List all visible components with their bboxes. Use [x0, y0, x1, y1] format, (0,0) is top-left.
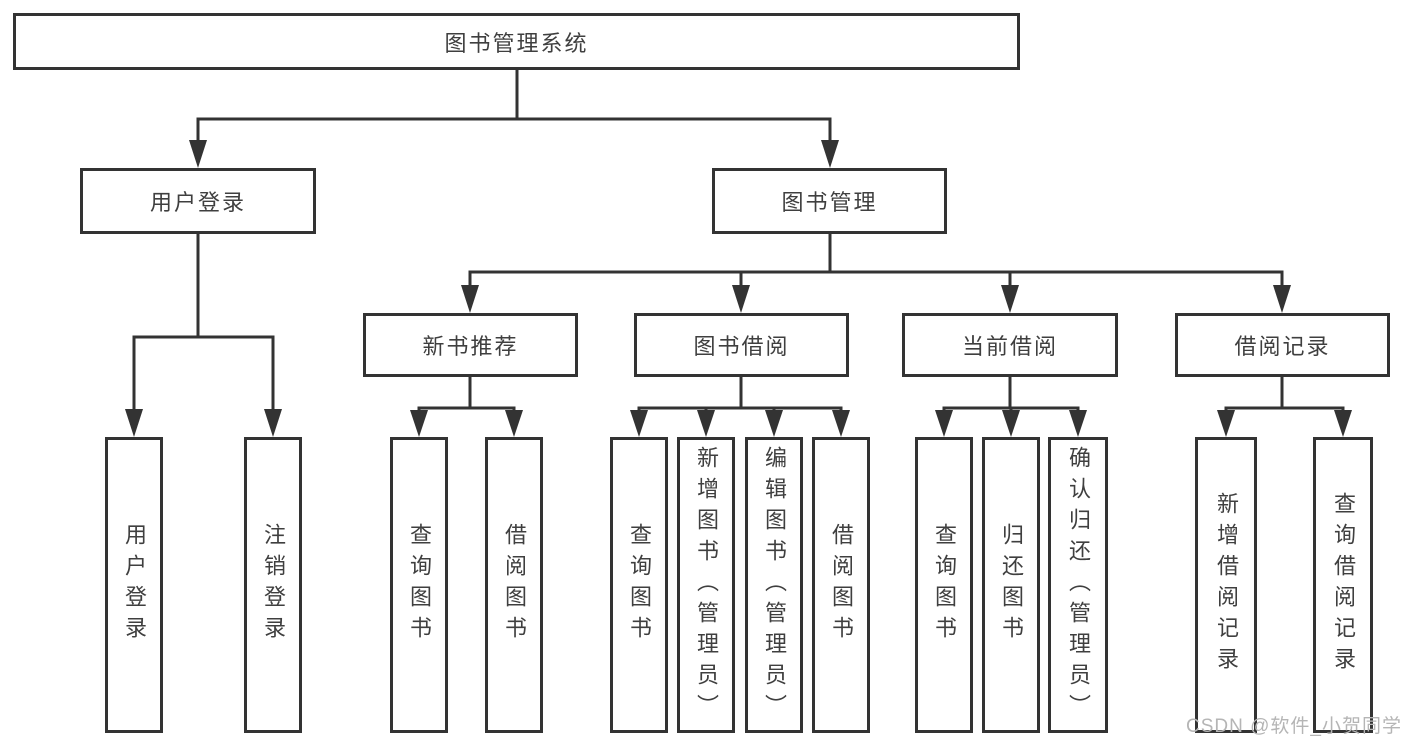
arrow-down-icon: [1334, 410, 1352, 437]
node-library-system: 图书管理系统: [13, 13, 1020, 70]
arrow-down-icon: [410, 410, 428, 437]
arrowheads: [125, 140, 1352, 437]
arrow-down-icon: [125, 409, 143, 437]
arrow-down-icon: [935, 410, 953, 437]
csdn-watermark: CSDN @软件_小贺同学: [1186, 716, 1402, 737]
leaf-confirm-return-admin: 确认归还（管理员）: [1048, 437, 1108, 733]
leaf-add-book-admin: 新增图书（管理员）: [677, 437, 735, 733]
node-book-borrowing: 图书借阅: [634, 313, 849, 377]
leaf-search-borrow-record: 查询借阅记录: [1313, 437, 1373, 733]
arrow-down-icon: [832, 410, 850, 437]
arrow-down-icon: [461, 285, 479, 313]
node-book-management: 图书管理: [712, 168, 947, 234]
arrow-down-icon: [505, 410, 523, 437]
leaf-search-books-borrowing: 查询图书: [610, 437, 668, 733]
arrow-down-icon: [821, 140, 839, 168]
arrow-down-icon: [630, 410, 648, 437]
node-borrowing-records: 借阅记录: [1175, 313, 1390, 377]
leaf-user-login: 用户登录: [105, 437, 163, 733]
arrow-down-icon: [732, 285, 750, 313]
leaf-search-books-recommend: 查询图书: [390, 437, 448, 733]
arrow-down-icon: [1069, 410, 1087, 437]
leaf-edit-book-admin: 编辑图书（管理员）: [745, 437, 803, 733]
leaf-search-books-current: 查询图书: [915, 437, 973, 733]
arrow-down-icon: [1001, 285, 1019, 313]
leaf-add-borrow-record: 新增借阅记录: [1195, 437, 1257, 733]
node-new-book-recommendation: 新书推荐: [363, 313, 578, 377]
arrow-down-icon: [1217, 410, 1235, 437]
arrow-down-icon: [1273, 285, 1291, 313]
arrow-down-icon: [1002, 410, 1020, 437]
leaf-borrow-books-recommend: 借阅图书: [485, 437, 543, 733]
leaf-borrow-books: 借阅图书: [812, 437, 870, 733]
arrow-down-icon: [189, 140, 207, 168]
leaf-return-books: 归还图书: [982, 437, 1040, 733]
arrow-down-icon: [264, 409, 282, 437]
node-current-borrowing: 当前借阅: [902, 313, 1118, 377]
arrow-down-icon: [697, 410, 715, 437]
leaf-logout-login: 注销登录: [244, 437, 302, 733]
node-user-login: 用户登录: [80, 168, 316, 234]
arrow-down-icon: [765, 410, 783, 437]
